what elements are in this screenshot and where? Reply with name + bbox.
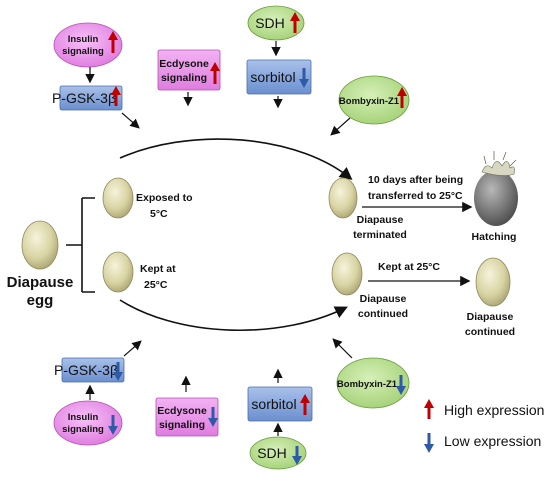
arrow-bombyxin-to-cycle-bottom	[332, 338, 353, 359]
down-arrow-icon	[396, 375, 406, 395]
legend-high-label: High expression	[444, 402, 544, 418]
down-arrow-icon	[299, 68, 309, 88]
diapause-egg-image	[21, 220, 59, 270]
up-arrow-icon	[424, 399, 434, 419]
terminated-label-2: terminated	[353, 229, 407, 241]
ecdysone-top-node	[157, 49, 221, 91]
insulin-top-label-1: Insulin	[68, 34, 99, 45]
legend-low-label: Low expression	[444, 433, 541, 449]
sorbitol-top-node	[246, 59, 312, 95]
ecdysone-top-label-1: Ecdysone	[159, 58, 209, 70]
continued-right-label-1: Diapause	[467, 311, 514, 323]
sorbitol-bottom-label: sorbitol	[251, 396, 296, 412]
egg-continued-image	[331, 252, 363, 296]
diapause-egg-label-1: Diapause	[7, 274, 74, 291]
down-arrow-icon	[292, 446, 302, 465]
terminated-label-1: Diapause	[357, 214, 404, 226]
legend: High expression Low expression	[424, 399, 544, 453]
sdh-bottom-node	[249, 436, 307, 470]
cycle-arc-top	[119, 138, 353, 181]
kept-label-1: Kept at	[140, 263, 176, 275]
sdh-bottom-label: SDH	[257, 445, 287, 461]
bombyxin-bottom-node	[336, 357, 410, 409]
insulin-top-node	[53, 22, 123, 68]
down-arrow-icon	[113, 362, 123, 381]
sdh-top-node	[247, 5, 305, 41]
kept-label-2: 25°C	[144, 279, 168, 291]
egg-terminated-image	[328, 177, 358, 219]
sdh-top-label: SDH	[255, 15, 285, 31]
transfer-note-2: transferred to 25°C	[368, 190, 463, 202]
cycle-arc-bottom	[119, 299, 348, 332]
branch-bracket	[66, 197, 95, 293]
insulin-bottom-node	[53, 400, 123, 446]
bombyxin-top-label: Bombyxin-Z1	[339, 96, 400, 107]
sorbitol-top-label: sorbitol	[250, 69, 295, 85]
continued-right-label-2: continued	[465, 326, 515, 338]
pgsk-top-node	[59, 85, 123, 111]
arrow-pgsk-to-cycle-top	[121, 112, 140, 129]
egg-kept-image	[102, 251, 134, 293]
up-arrow-icon	[210, 62, 220, 84]
pgsk-bottom-label: P-GSK-3β	[54, 362, 118, 378]
insulin-top-label-2: signaling	[62, 46, 104, 57]
ecdysone-bottom-label-2: signaling	[159, 419, 205, 431]
up-arrow-icon	[108, 31, 118, 53]
up-arrow-icon	[290, 12, 300, 33]
sorbitol-bottom-node	[247, 386, 313, 422]
arrow-bombyxin-to-cycle-top	[330, 117, 351, 136]
ecdysone-bottom-label-1: Ecdysone	[157, 405, 207, 417]
transfer-note-1: 10 days after being	[368, 174, 463, 186]
diapause-egg-label-2: egg	[27, 292, 54, 309]
egg-exposed-image	[102, 177, 134, 219]
egg-continued-right-image	[475, 257, 511, 307]
down-arrow-icon	[108, 415, 118, 435]
kept-note: Kept at 25°C	[378, 261, 440, 273]
continued-mid-label-2: continued	[358, 308, 408, 320]
insulin-bottom-label-2: signaling	[62, 424, 104, 435]
down-arrow-icon	[208, 407, 218, 427]
up-arrow-icon	[111, 86, 121, 106]
bombyxin-top-node	[338, 75, 410, 125]
up-arrow-icon	[397, 87, 407, 108]
up-arrow-icon	[300, 394, 310, 415]
ecdysone-bottom-node	[155, 397, 219, 437]
pgsk-bottom-node	[61, 357, 125, 383]
hatching-larva-image	[474, 151, 518, 226]
ecdysone-top-label-2: signaling	[161, 72, 207, 84]
bombyxin-bottom-label: Bombyxin-Z1	[337, 379, 398, 390]
exposed-label-1: Exposed to	[136, 192, 193, 204]
exposed-label-2: 5°C	[150, 208, 168, 220]
arrow-pgsk-to-cycle-bottom	[123, 340, 142, 357]
insulin-bottom-label-1: Insulin	[68, 412, 99, 423]
pgsk-top-label: P-GSK-3β	[52, 90, 116, 106]
down-arrow-icon	[424, 433, 434, 453]
hatching-label: Hatching	[472, 231, 517, 243]
continued-mid-label-1: Diapause	[360, 293, 407, 305]
